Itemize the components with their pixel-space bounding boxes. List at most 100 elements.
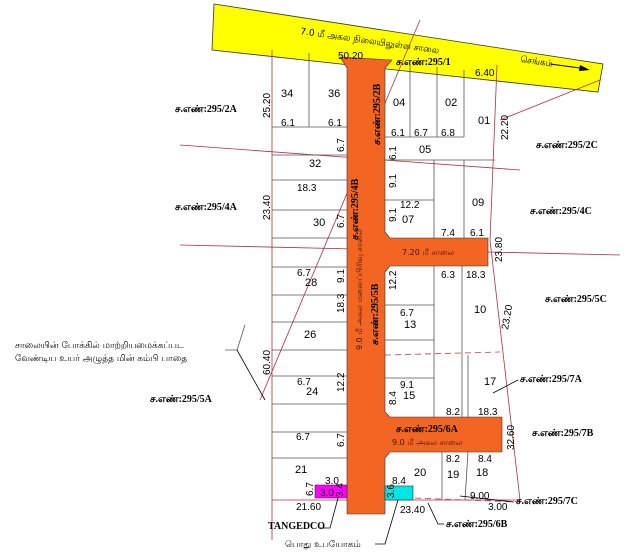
- svg-text:6.40: 6.40: [475, 68, 495, 79]
- plot-36: 36: [328, 88, 340, 100]
- svg-text:6.7: 6.7: [296, 432, 310, 443]
- survey-295-7a: ச.எண்:295/7A: [520, 374, 583, 385]
- svg-text:6.7: 6.7: [336, 138, 347, 152]
- svg-text:18.3: 18.3: [336, 293, 347, 313]
- survey-295-2b: ச.எண்:295/2B: [372, 83, 383, 145]
- plot-28: 28: [305, 277, 317, 289]
- svg-text:3.0: 3.0: [320, 488, 334, 499]
- survey-295-5a: ச.எண்:295/5A: [150, 394, 213, 405]
- plot-10: 10: [474, 304, 486, 316]
- svg-text:25.20: 25.20: [262, 93, 273, 118]
- svg-text:60.40: 60.40: [262, 350, 273, 375]
- svg-text:6.7: 6.7: [336, 433, 347, 447]
- svg-text:21.60: 21.60: [296, 502, 321, 513]
- svg-text:6.8: 6.8: [441, 128, 455, 139]
- svg-text:8.2: 8.2: [446, 454, 460, 465]
- public-use-plot: [384, 485, 414, 501]
- svg-text:6.7: 6.7: [414, 128, 428, 139]
- svg-text:3.0: 3.0: [325, 476, 339, 487]
- svg-text:12.2: 12.2: [336, 372, 347, 392]
- plot-30: 30: [313, 217, 325, 229]
- plot-numbers: 34 36 04 02 01 05 32 30 07 09 28 10 13 2…: [281, 88, 496, 481]
- svg-text:23.20: 23.20: [500, 304, 515, 331]
- survey-295-2a: ச.எண்:295/2A: [175, 104, 238, 115]
- plot-19: 19: [447, 469, 459, 481]
- svg-text:6.1: 6.1: [391, 128, 405, 139]
- survey-295-5c: ச.எண்:295/5C: [545, 294, 607, 305]
- svg-text:23.40: 23.40: [400, 505, 425, 516]
- svg-text:18.3: 18.3: [466, 270, 486, 281]
- svg-text:18.3: 18.3: [478, 407, 498, 418]
- survey-295-2c: ச.எண்:295/2C: [536, 140, 598, 151]
- svg-text:6.7: 6.7: [297, 377, 311, 388]
- main-road-label: 9.0 மீ அகல மனைப்பிரிவு சாலை: [355, 228, 364, 350]
- svg-text:3.4: 3.4: [335, 483, 346, 497]
- svg-text:23.80: 23.80: [494, 237, 505, 262]
- survey-295-7b: ச.எண்:295/7B: [532, 428, 594, 439]
- svg-text:6.7: 6.7: [336, 214, 347, 228]
- svg-text:6.7: 6.7: [400, 308, 414, 319]
- plot-17: 17: [484, 376, 496, 388]
- svg-text:9.00: 9.00: [470, 491, 490, 502]
- plot-18: 18: [476, 467, 488, 479]
- survey-295-4a: ச.எண்:295/4A: [175, 202, 238, 213]
- plot-01: 01: [478, 115, 490, 127]
- svg-text:3.6: 3.6: [386, 484, 397, 498]
- survey-295-5b: ச.எண்:295/5B: [370, 283, 381, 345]
- svg-text:6.3: 6.3: [441, 270, 455, 281]
- svg-text:50.20: 50.20: [338, 51, 363, 62]
- svg-text:6.7: 6.7: [297, 268, 311, 279]
- svg-text:22.20: 22.20: [500, 115, 511, 140]
- survey-295-6a: ச.எண்:295/6A: [396, 424, 459, 435]
- plot-24: 24: [306, 386, 318, 398]
- survey-295-1: ச.எண்:295/1: [396, 57, 451, 68]
- svg-text:8.4: 8.4: [478, 454, 492, 465]
- svg-text:6.1: 6.1: [470, 228, 484, 239]
- svg-text:7.4: 7.4: [441, 228, 455, 239]
- arrow-head-icon: [579, 65, 590, 71]
- svg-text:6.1: 6.1: [281, 118, 295, 129]
- plot-07: 07: [402, 214, 414, 226]
- plot-26: 26: [304, 329, 316, 341]
- svg-text:3.00: 3.00: [488, 502, 508, 513]
- svg-text:9.1: 9.1: [388, 174, 399, 188]
- plot-lines: [272, 53, 495, 501]
- plot-21: 21: [295, 464, 307, 476]
- plot-02: 02: [445, 97, 457, 109]
- branch-road-720-label: 7.20 மீ சாலை: [402, 248, 455, 257]
- tangedco-label: TANGEDCO: [268, 521, 325, 532]
- dimensions: 50.20 6.40 25.20 22.20 23.40 23.80 23.20…: [262, 51, 517, 516]
- svg-text:6.7: 6.7: [305, 482, 316, 496]
- survey-295-7c: ச.எண்:295/7C: [516, 496, 578, 507]
- survey-295-4b: ச.எண்:295/4B: [350, 178, 361, 240]
- svg-text:12.2: 12.2: [400, 200, 420, 211]
- svg-text:8.4: 8.4: [392, 476, 406, 487]
- survey-295-6b: ச.எண்:295/6B: [446, 519, 508, 530]
- svg-text:9.1: 9.1: [400, 380, 414, 391]
- public-use-label: பொது உபயோகம்: [285, 540, 361, 550]
- plot-05: 05: [419, 144, 431, 156]
- plot-04: 04: [393, 97, 405, 109]
- survey-295-4c: ச.எண்:295/4C: [530, 206, 592, 217]
- existing-road: [211, 3, 604, 93]
- svg-text:18.3: 18.3: [297, 183, 317, 194]
- svg-text:6.1: 6.1: [328, 118, 342, 129]
- svg-text:32.60: 32.60: [506, 425, 517, 450]
- plot-13: 13: [404, 319, 416, 331]
- svg-text:9.1: 9.1: [388, 208, 399, 222]
- main-layout-road: [339, 56, 503, 515]
- plot-15: 15: [403, 390, 415, 402]
- plot-09: 09: [472, 197, 484, 209]
- plot-32: 32: [309, 158, 321, 170]
- svg-text:6.1: 6.1: [388, 146, 399, 160]
- power-line-note-2: வேண்டிய உயர் அழுத்த மின் கம்பி பாதை: [15, 354, 187, 364]
- svg-text:8.2: 8.2: [446, 407, 460, 418]
- svg-text:9.1: 9.1: [336, 269, 347, 283]
- branch-road-90-label: 9.0 மீ அகல சாலை: [392, 438, 463, 447]
- svg-text:8.4: 8.4: [388, 391, 399, 405]
- svg-text:12.2: 12.2: [388, 270, 399, 290]
- power-line-note-1: சாலையின் போக்கில் மாற்றியமைக்கப்பட: [15, 341, 185, 351]
- tangedco-plot: [314, 484, 348, 499]
- plot-20: 20: [414, 467, 426, 479]
